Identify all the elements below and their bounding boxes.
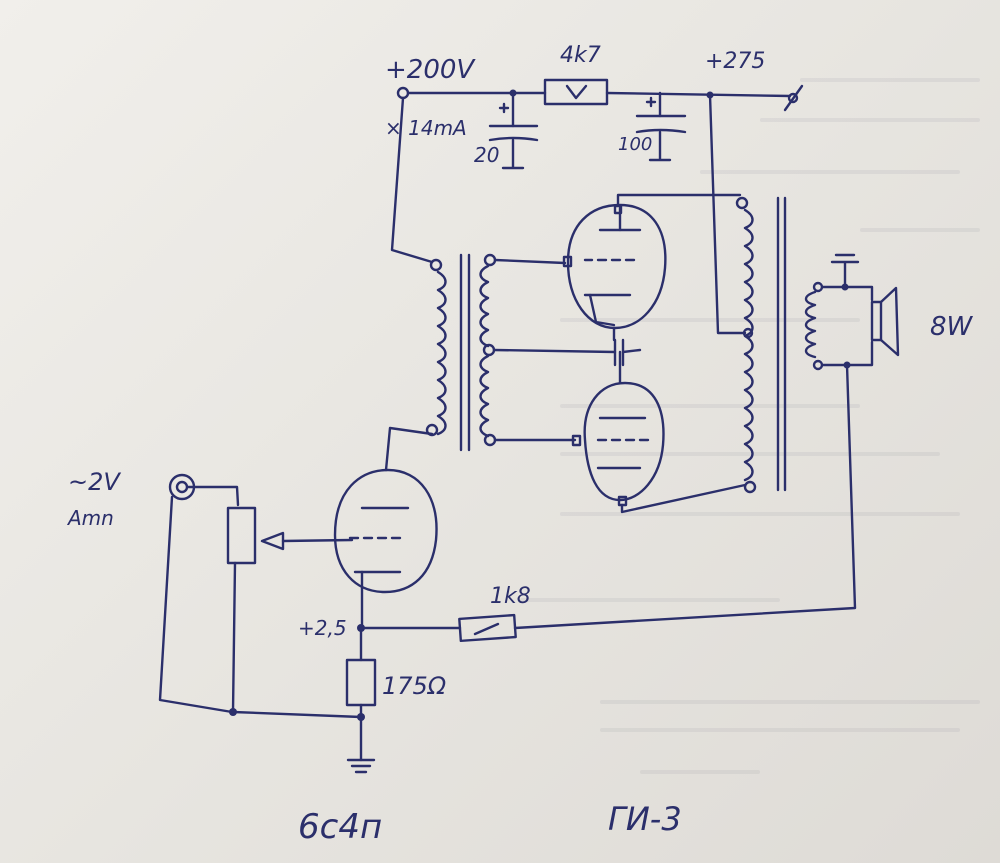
capacitor-20	[488, 91, 539, 170]
supply-rail	[396, 84, 804, 112]
driver-plate-wire	[384, 426, 434, 472]
output-tube-upper	[562, 193, 742, 330]
capacitor-20-label: 20	[474, 143, 499, 167]
supply-current-label: × 14mA	[385, 116, 467, 140]
cathode-network	[345, 613, 517, 774]
capacitor-100-label: 100	[618, 134, 652, 155]
supply-voltage-label: +200V	[385, 55, 476, 85]
supply-resistor	[543, 78, 609, 106]
cathode-resistor-label: 175Ω	[382, 672, 447, 700]
speaker-icon	[870, 286, 900, 357]
input-source-label: Amn	[66, 506, 114, 530]
driver-tube	[333, 468, 438, 630]
driver-supply-wire	[390, 96, 434, 264]
capacitor-100	[635, 91, 687, 162]
grid-wire-upper	[493, 258, 567, 265]
input-jack-icon	[158, 473, 240, 714]
output-voltage-label: +275	[705, 49, 765, 74]
speaker-wiring	[513, 253, 874, 630]
feedback-resistor-label: 1k8	[490, 584, 531, 609]
interstage-transformer	[425, 253, 497, 452]
bias-wire	[492, 348, 617, 354]
volume-potentiometer	[226, 506, 363, 719]
output-tube-lower	[571, 350, 747, 514]
speaker-power-label: 8W	[930, 312, 974, 342]
cathode-voltage-label: +2,5	[298, 616, 347, 640]
bias-capacitor	[612, 326, 642, 367]
output-transformer	[708, 93, 824, 494]
input-signal-label: ~2V	[68, 468, 121, 496]
driver-tube-label: 6с4п	[298, 807, 382, 847]
output-tube-label: ГИ-3	[608, 800, 682, 838]
supply-resistor-label: 4k7	[560, 43, 601, 68]
